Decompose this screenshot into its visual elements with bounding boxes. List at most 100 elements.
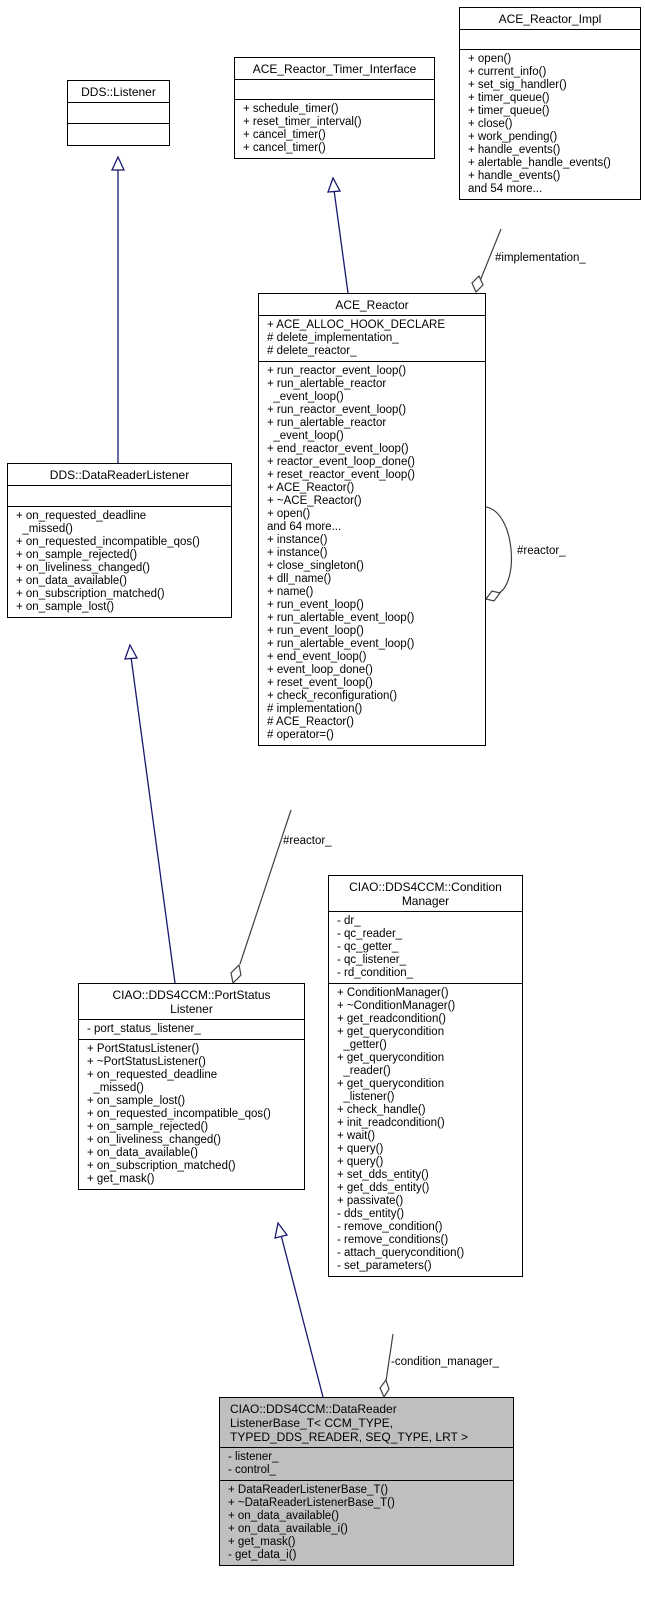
method-line: + ~DataReaderListenerBase_T(): [228, 1497, 395, 1509]
edge-reactor-portstatus: [239, 809, 292, 965]
method-line: + get_mask(): [87, 1173, 155, 1185]
method-line: + open(): [468, 53, 512, 65]
class-attributes: - dr_- qc_reader_- qc_getter_- qc_listen…: [329, 912, 522, 984]
method-line: + ConditionManager(): [337, 987, 449, 999]
class-dds-listener[interactable]: DDS::Listener: [67, 80, 170, 146]
method-line: + name(): [267, 586, 314, 598]
method-line: + PortStatusListener(): [87, 1043, 200, 1055]
method-line: _reader(): [337, 1065, 391, 1077]
method-line: + work_pending(): [468, 131, 558, 143]
class-title: ACE_Reactor_Impl: [460, 8, 640, 30]
inherit-arrow-listener: [110, 155, 126, 171]
method-line: + instance(): [267, 534, 328, 546]
method-line: + get_querycondition: [337, 1052, 445, 1064]
method-line: + schedule_timer(): [243, 103, 339, 115]
method-line: + cancel_timer(): [243, 142, 326, 154]
method-line: + check_handle(): [337, 1104, 426, 1116]
method-line: + DataReaderListenerBase_T(): [228, 1484, 389, 1496]
class-methods: + on_requested_deadline _missed()+ on_re…: [8, 507, 231, 617]
method-line: + on_requested_deadline: [87, 1069, 218, 1081]
method-line: + end_reactor_event_loop(): [267, 443, 409, 455]
method-line: _missed(): [87, 1082, 144, 1094]
method-line: + on_liveliness_changed(): [87, 1134, 221, 1146]
method-line: + ACE_Reactor(): [267, 482, 355, 494]
class-dds-datareaderlistener[interactable]: DDS::DataReaderListener + on_requested_d…: [7, 463, 232, 618]
method-line: + cancel_timer(): [243, 129, 326, 141]
attribute-line: - listener_: [228, 1451, 279, 1463]
class-methods: + schedule_timer()+ reset_timer_interval…: [235, 100, 434, 158]
method-line: + on_sample_lost(): [16, 601, 115, 613]
class-attributes: - listener_- control_: [220, 1448, 513, 1481]
method-line: _missed(): [16, 523, 73, 535]
method-line: + reactor_event_loop_done(): [267, 456, 416, 468]
diamond-reactor-self: [484, 590, 502, 602]
method-line: + handle_events(): [468, 170, 561, 182]
method-line: + on_data_available(): [87, 1147, 198, 1159]
edge-condition-manager: [385, 1333, 394, 1382]
method-line: _event_loop(): [267, 391, 344, 403]
method-line: + set_sig_handler(): [468, 79, 567, 91]
method-line: + dll_name(): [267, 573, 332, 585]
class-ace-reactor[interactable]: ACE_Reactor + ACE_ALLOC_HOOK_DECLARE# de…: [258, 293, 486, 746]
method-line: + on_sample_rejected(): [87, 1121, 209, 1133]
method-line: + run_alertable_reactor: [267, 417, 387, 429]
attribute-line: - qc_getter_: [337, 941, 399, 953]
method-line: and 54 more...: [468, 183, 543, 195]
method-line: + get_dds_entity(): [337, 1182, 430, 1194]
method-line: + close_singleton(): [267, 560, 364, 572]
method-line: + on_liveliness_changed(): [16, 562, 150, 574]
diamond-reactor-portstatus: [230, 963, 242, 985]
method-line: + on_data_available(): [228, 1510, 339, 1522]
attribute-line: # delete_implementation_: [267, 332, 399, 344]
method-line: + run_alertable_reactor: [267, 378, 387, 390]
class-methods: [68, 124, 169, 145]
method-line: + wait(): [337, 1130, 376, 1142]
method-line: + timer_queue(): [468, 105, 550, 117]
label-implementation: #implementation_: [495, 252, 586, 264]
class-portstatus-listener[interactable]: CIAO::DDS4CCM::PortStatus Listener - por…: [78, 983, 305, 1190]
method-line: + check_reconfiguration(): [267, 690, 398, 702]
method-line: + alertable_handle_events(): [468, 157, 611, 169]
method-line: + on_requested_incompatible_qos(): [16, 536, 200, 548]
method-line: + run_reactor_event_loop(): [267, 404, 407, 416]
method-line: + ~ACE_Reactor(): [267, 495, 362, 507]
class-attributes: + ACE_ALLOC_HOOK_DECLARE# delete_impleme…: [259, 316, 485, 362]
method-line: + close(): [468, 118, 513, 130]
class-datareaderlistenerbase-t[interactable]: CIAO::DDS4CCM::DataReader ListenerBase_T…: [219, 1397, 514, 1566]
attribute-line: - qc_listener_: [337, 954, 407, 966]
class-ace-reactor-timer-interface[interactable]: ACE_Reactor_Timer_Interface + schedule_t…: [234, 57, 435, 159]
edge-reactor-inherits-timer: [333, 189, 349, 294]
inherit-arrow-portstatus: [274, 1221, 289, 1239]
method-line: - dds_entity(): [337, 1208, 405, 1220]
method-line: - remove_condition(): [337, 1221, 443, 1233]
class-title: DDS::DataReaderListener: [8, 464, 231, 486]
class-methods: + DataReaderListenerBase_T()+ ~DataReade…: [220, 1481, 513, 1565]
method-line: + passivate(): [337, 1195, 404, 1207]
method-line: + query(): [337, 1156, 384, 1168]
inherit-arrow-drlistener: [124, 643, 139, 660]
edge-implementation: [479, 228, 502, 282]
method-line: + on_sample_lost(): [87, 1095, 186, 1107]
class-ace-reactor-impl[interactable]: ACE_Reactor_Impl + open()+ current_info(…: [459, 7, 641, 200]
attribute-line: + ACE_ALLOC_HOOK_DECLARE: [267, 319, 446, 331]
attribute-line: - dr_: [337, 915, 361, 927]
class-attributes: [8, 486, 231, 507]
method-line: + end_event_loop(): [267, 651, 367, 663]
class-condition-manager[interactable]: CIAO::DDS4CCM::Condition Manager - dr_- …: [328, 875, 523, 1277]
method-line: + event_loop_done(): [267, 664, 373, 676]
method-line: - get_data_i(): [228, 1549, 297, 1561]
class-title: CIAO::DDS4CCM::DataReader ListenerBase_T…: [220, 1398, 513, 1448]
method-line: # ACE_Reactor(): [267, 716, 354, 728]
method-line: # operator=(): [267, 729, 334, 741]
method-line: - attach_querycondition(): [337, 1247, 465, 1259]
class-title: ACE_Reactor: [259, 294, 485, 316]
method-line: + timer_queue(): [468, 92, 550, 104]
method-line: - remove_conditions(): [337, 1234, 449, 1246]
method-line: + run_alertable_event_loop(): [267, 638, 415, 650]
method-line: + current_info(): [468, 66, 547, 78]
attribute-line: - control_: [228, 1464, 276, 1476]
diamond-condition-manager: [379, 1378, 390, 1399]
method-line: + reset_event_loop(): [267, 677, 373, 689]
method-line: # implementation(): [267, 703, 363, 715]
method-line: + on_subscription_matched(): [16, 588, 165, 600]
